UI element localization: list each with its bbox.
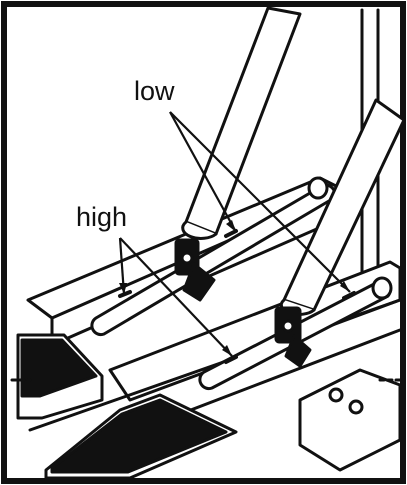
- strut-arm-left: [181, 6, 302, 240]
- label-low: low: [134, 76, 175, 106]
- low-leader-1: [169, 111, 237, 233]
- pivot-rod-upper: [90, 176, 337, 337]
- low-arrow-1: [226, 220, 236, 232]
- foot-plate-right: [44, 393, 238, 480]
- arrowheads: [119, 220, 350, 356]
- mount-bracket: [298, 368, 402, 472]
- foot-plate-left: [16, 333, 104, 420]
- low-leader-2: [169, 111, 351, 293]
- low-arrow-2: [340, 281, 350, 292]
- machine-drawing: [10, 6, 406, 480]
- high-leader-2: [119, 237, 233, 357]
- clamp-left: [174, 238, 216, 302]
- leader-lines: [118, 111, 351, 357]
- high-arrow-1: [119, 283, 127, 294]
- label-high: high: [76, 202, 127, 232]
- clamp-right: [274, 306, 312, 368]
- high-arrow-2: [222, 345, 232, 356]
